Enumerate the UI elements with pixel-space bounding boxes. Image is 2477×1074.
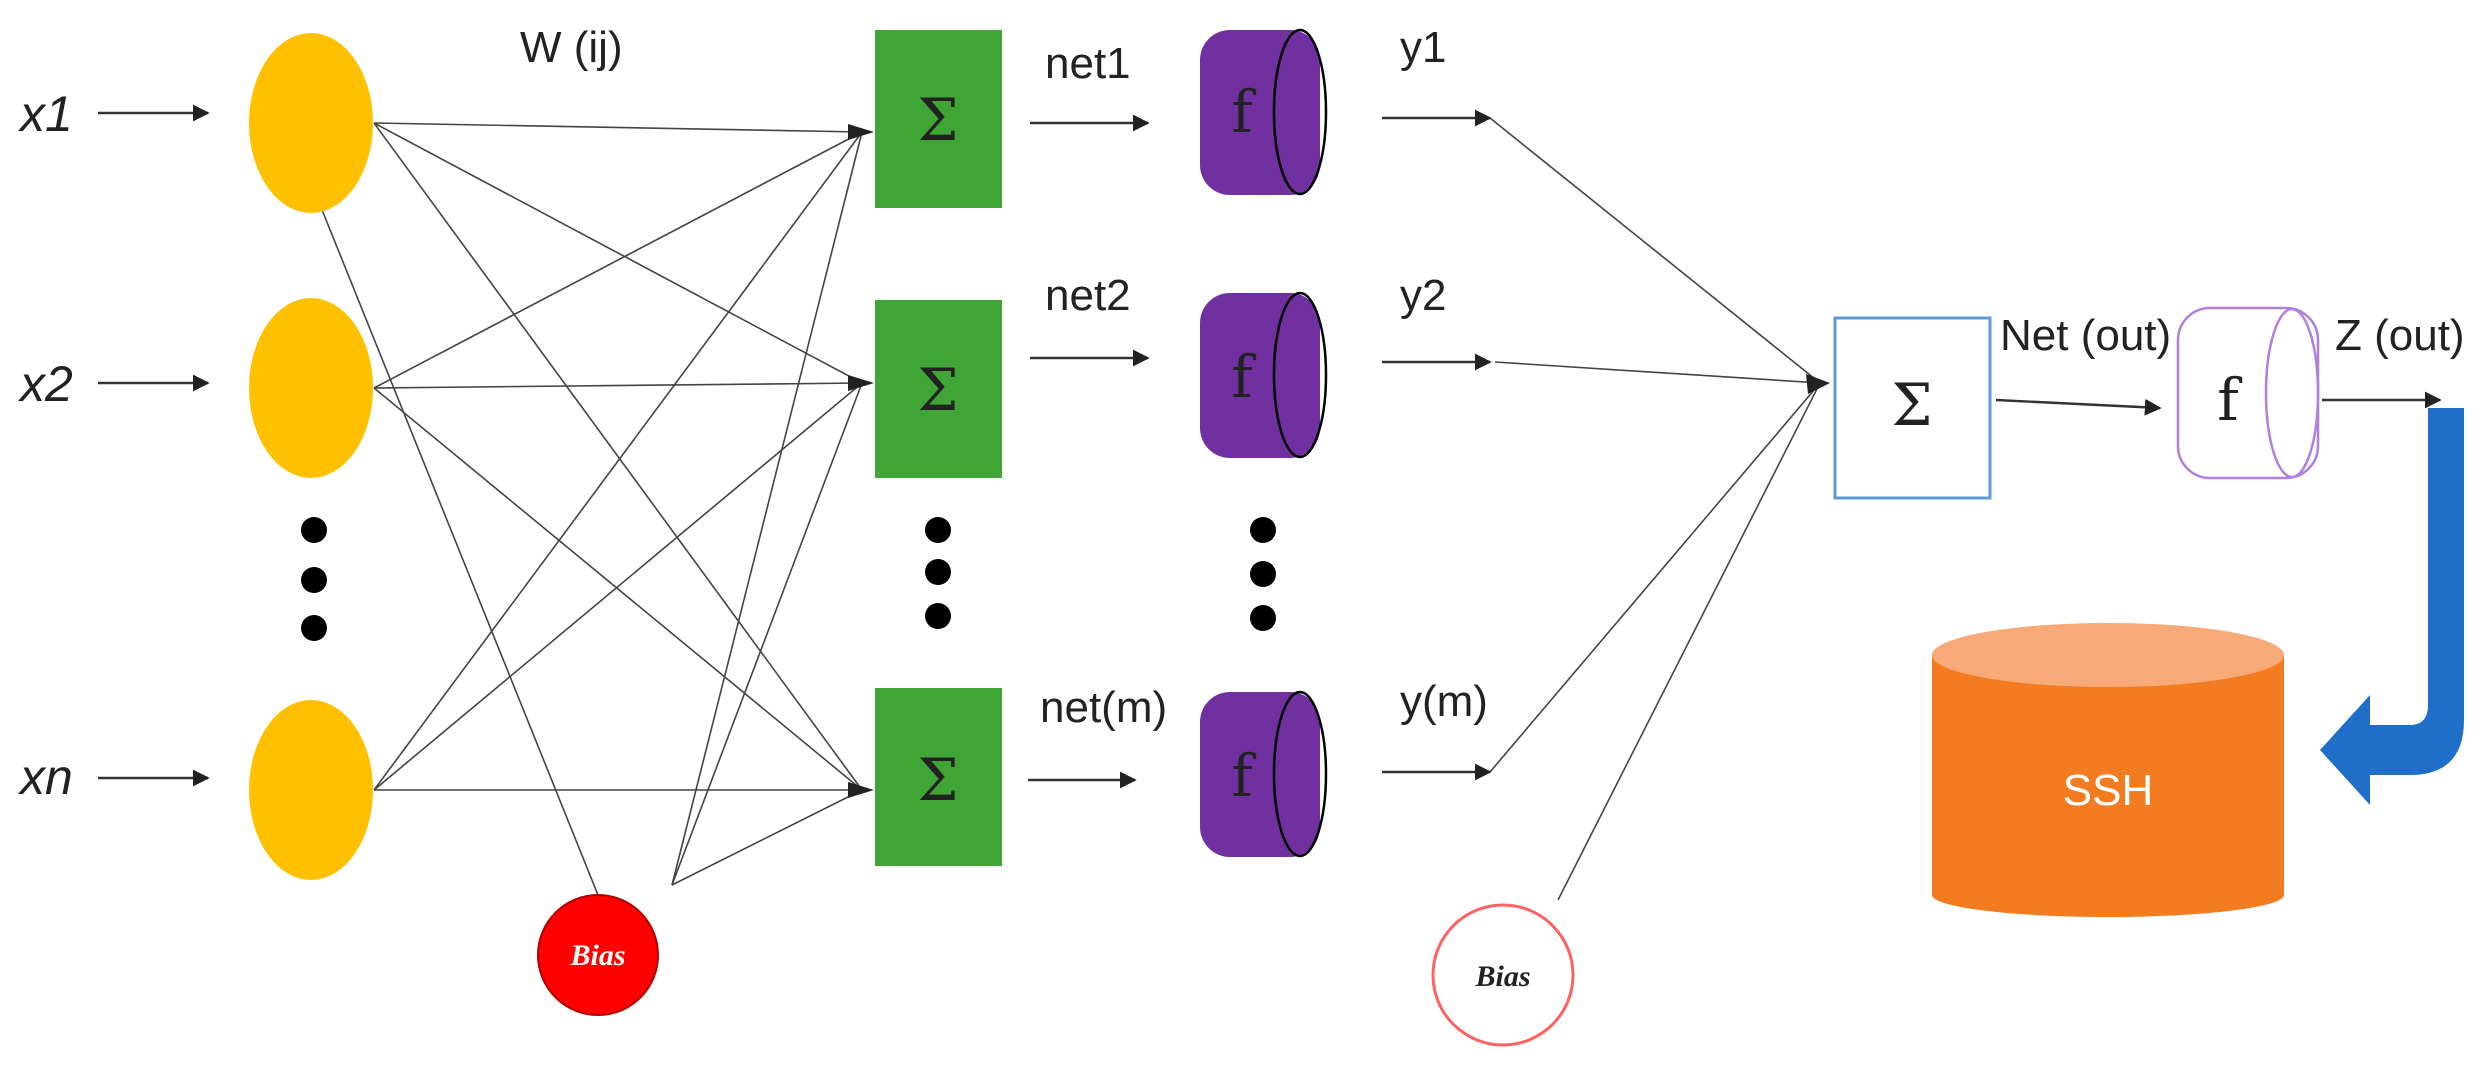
weight-edge xyxy=(373,382,863,389)
ssh-database: SSH xyxy=(1932,623,2284,917)
arrow-tip xyxy=(848,375,874,391)
output-net-arrow xyxy=(1995,398,2162,416)
output-z-label: Z (out) xyxy=(2335,311,2465,360)
sum-box xyxy=(875,688,1002,866)
ellipsis-dot xyxy=(1250,561,1276,587)
net-label-m: net(m) xyxy=(1040,683,1167,732)
sum-symbol: Σ xyxy=(917,356,958,424)
ellipsis-dot xyxy=(925,559,951,585)
activation-body xyxy=(1200,293,1320,458)
ellipsis-dot xyxy=(301,517,327,543)
input-node-x1 xyxy=(249,33,373,213)
output-net-label: Net (out) xyxy=(2000,311,2171,360)
output-bias-edge xyxy=(1557,382,1821,901)
ellipsis-dot xyxy=(301,615,327,641)
input-ellipsis xyxy=(301,517,327,641)
input-node-x2 xyxy=(249,298,373,478)
activation-symbol: f xyxy=(1231,78,1256,146)
database-body xyxy=(1932,655,2284,895)
hidden-bias-edges xyxy=(671,131,863,886)
hidden-sum-node-1: Σ xyxy=(875,30,1002,208)
sum-box xyxy=(875,300,1002,478)
input-x1: x1 xyxy=(18,86,210,142)
output-edge xyxy=(1494,361,1821,384)
sum-ellipsis xyxy=(925,517,951,629)
output-sum-node: Σ xyxy=(1833,316,1992,500)
ellipsis-dot xyxy=(1250,517,1276,543)
sum-symbol: Σ xyxy=(917,86,958,154)
output-edge xyxy=(1489,382,1821,773)
bias-circle xyxy=(537,894,659,1016)
database-bottom xyxy=(1932,873,2284,917)
bias-edge xyxy=(671,382,863,886)
ellipsis-dot xyxy=(301,567,327,593)
input-x2: x2 xyxy=(18,356,210,412)
activation-cap xyxy=(1272,28,1328,196)
output-edge xyxy=(1489,117,1821,384)
activation-node-1: f xyxy=(1200,28,1328,196)
net-label-2: net2 xyxy=(1045,271,1131,320)
weight-edge xyxy=(373,382,863,791)
bias-label: Bias xyxy=(1474,960,1530,993)
input-to-hidden-weights xyxy=(309,122,863,901)
input-node-xn xyxy=(249,700,373,880)
activation-node-m: f xyxy=(1200,690,1328,858)
hidden-sum-node-m: Σ xyxy=(875,688,1002,866)
net-label-1: net1 xyxy=(1045,39,1131,88)
activation-cap xyxy=(1272,690,1328,858)
hidden-bias-node: Bias xyxy=(537,894,659,1016)
arrow-tip xyxy=(1806,374,1830,394)
weight-edge xyxy=(373,122,863,133)
bias-edge xyxy=(671,131,863,886)
ellipsis-dot xyxy=(925,603,951,629)
hidden-sum-node-2: Σ xyxy=(875,300,1002,478)
sum-symbol: Σ xyxy=(1891,371,1932,439)
input-label-x2: x2 xyxy=(18,356,73,412)
weight-edge xyxy=(373,387,863,791)
database-label: SSH xyxy=(2063,766,2153,815)
activation-symbol: f xyxy=(2217,366,2242,434)
activation-symbol: f xyxy=(1231,742,1256,810)
activation-body xyxy=(1200,30,1320,195)
hidden-to-output-edges xyxy=(1489,117,1821,901)
activation-node-2: f xyxy=(1200,291,1328,459)
input-xn: xn xyxy=(18,749,210,805)
arrow-tip xyxy=(848,782,874,798)
input-label-x1: x1 xyxy=(18,86,73,142)
database-top xyxy=(1932,623,2284,687)
weight-edge xyxy=(373,122,863,384)
bias-label: Bias xyxy=(569,939,625,972)
activation-ellipsis xyxy=(1250,517,1276,631)
output-sum-box xyxy=(1833,316,1992,500)
output-label-y1: y1 xyxy=(1400,23,1446,72)
weight-edge xyxy=(373,131,863,791)
input-label-xn: xn xyxy=(18,749,73,805)
sum-box xyxy=(875,30,1002,208)
sum-symbol: Σ xyxy=(917,746,958,814)
bias-circle xyxy=(1431,903,1575,1047)
weight-label: W (ij) xyxy=(520,23,623,72)
arrow-tip xyxy=(848,124,874,140)
activation-body xyxy=(1200,692,1320,857)
bias-edge xyxy=(671,789,863,886)
output-label-ym: y(m) xyxy=(1400,677,1488,726)
weight-edge xyxy=(373,122,863,791)
output-bias-node: Bias xyxy=(1431,903,1575,1047)
ellipsis-dot xyxy=(925,517,951,543)
activation-cap xyxy=(1272,291,1328,459)
ellipsis-dot xyxy=(1250,605,1276,631)
weight-edge xyxy=(373,131,863,389)
weight-edge xyxy=(309,179,601,901)
output-label-y2: y2 xyxy=(1400,271,1446,320)
output-activation-node: f xyxy=(2176,306,2320,480)
big-down-arrow xyxy=(2320,408,2464,805)
activation-symbol: f xyxy=(1231,343,1256,411)
output-activation-cap xyxy=(2264,307,2320,479)
